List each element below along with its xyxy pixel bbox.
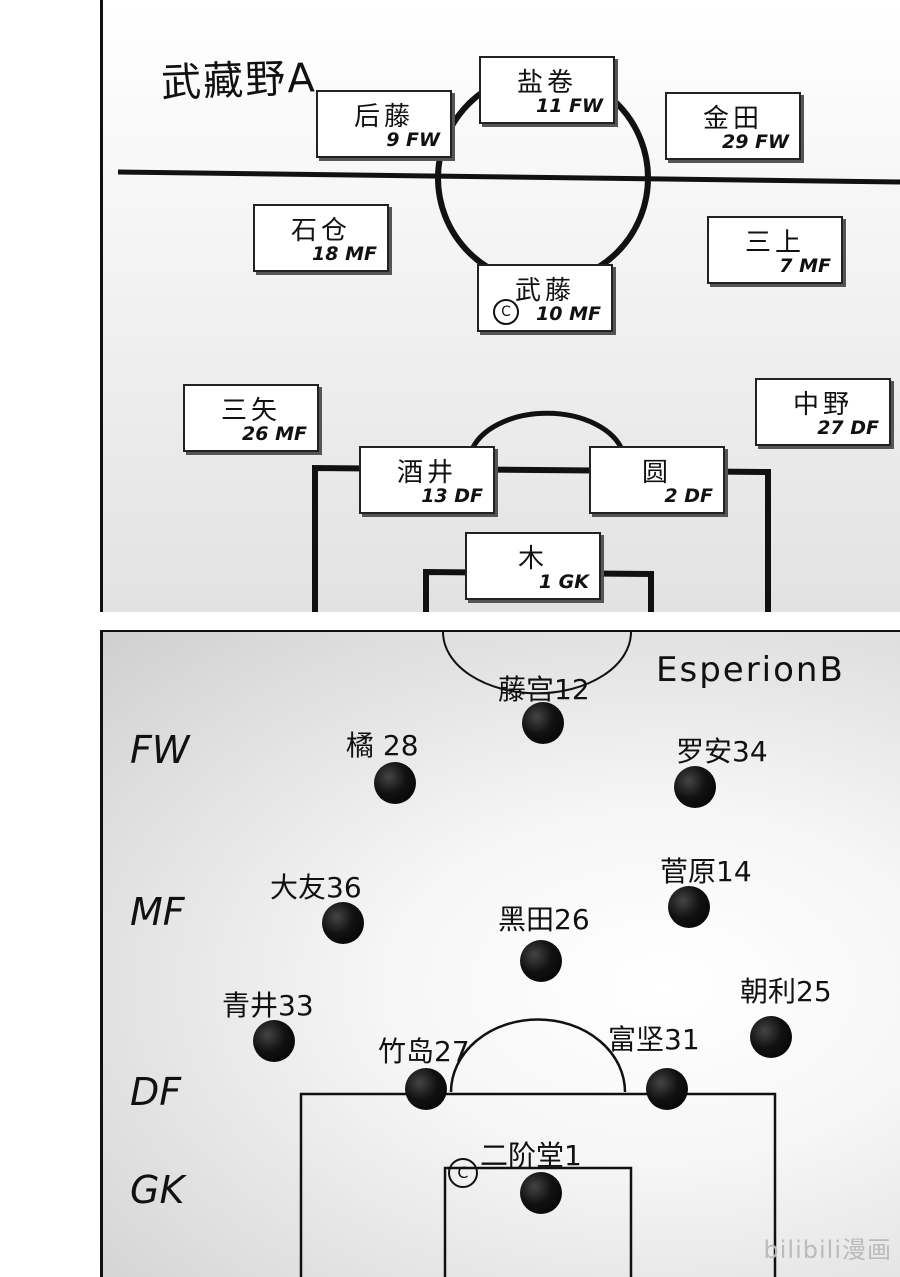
formation-panel-b <box>100 630 900 1277</box>
player-label-takeshima: 竹岛27 <box>378 1035 470 1068</box>
player-name: 盐卷 <box>516 68 577 98</box>
player-name: 中野 <box>792 390 853 420</box>
player-marker-sugawara <box>668 886 710 928</box>
page-margin <box>0 0 100 1275</box>
player-label-roan: 罗安34 <box>676 735 768 768</box>
player-label-tomigashi: 富坚31 <box>608 1023 700 1056</box>
player-name: 三矢 <box>220 396 281 426</box>
player-number: 2 DF <box>664 485 713 507</box>
player-label-sugawara: 菅原14 <box>660 855 752 888</box>
player-label-tachibana: 橘 28 <box>346 729 419 762</box>
captain-mark: C <box>448 1158 478 1188</box>
player-label-fujimiya: 藤宫12 <box>498 673 590 706</box>
team-a-title: 武藏野A <box>160 55 318 107</box>
player-card-nakano: 中野 27 DF <box>755 378 891 446</box>
player-name: 圆 <box>641 458 672 488</box>
player-marker-fujimiya <box>522 702 564 744</box>
player-marker-tachibana <box>374 762 416 804</box>
player-marker-takeshima <box>405 1068 447 1110</box>
player-marker-otomo <box>322 902 364 944</box>
player-name: 三上 <box>744 228 805 258</box>
player-card-ishikura: 石仓 18 MF <box>253 204 389 272</box>
position-label-mf: MF <box>130 890 185 934</box>
player-label-nikaido: 二阶堂1 <box>480 1139 582 1172</box>
player-card-shiomaki: 盐卷 11 FW <box>479 56 615 124</box>
player-card-ki: 木 1 GK <box>465 532 601 600</box>
field-lines-b <box>299 632 777 1277</box>
player-label-aoi: 青井33 <box>222 989 314 1022</box>
player-marker-roan <box>674 766 716 808</box>
player-number: 11 FW <box>536 95 603 117</box>
position-label-gk: GK <box>130 1168 185 1212</box>
player-number: 13 DF <box>421 485 483 507</box>
player-card-kaneda: 金田 29 FW <box>665 92 801 160</box>
player-name: 金田 <box>702 104 763 134</box>
captain-mark: C <box>493 299 519 325</box>
player-label-otomo: 大友36 <box>270 871 362 904</box>
player-card-muto: 武藤 C 10 MF <box>477 264 613 332</box>
player-number: 1 GK <box>538 571 589 593</box>
player-number: 10 MF <box>536 303 601 325</box>
player-card-madoka: 圆 2 DF <box>589 446 725 514</box>
player-name: 石仓 <box>290 216 351 246</box>
player-number: 27 DF <box>817 417 879 439</box>
player-name: 木 <box>517 544 548 574</box>
player-name: 武藤 <box>514 276 575 306</box>
player-marker-asari <box>750 1016 792 1058</box>
player-name: 酒井 <box>396 458 457 488</box>
player-number: 18 MF <box>312 243 377 265</box>
position-label-df: DF <box>130 1070 182 1114</box>
player-number: 29 FW <box>722 131 789 153</box>
player-name: 后藤 <box>353 102 414 132</box>
player-marker-aoi <box>253 1020 295 1062</box>
player-marker-nikaido <box>520 1172 562 1214</box>
player-card-mikami: 三上 7 MF <box>707 216 843 284</box>
watermark: bilibili漫画 <box>763 1236 892 1264</box>
player-number: 26 MF <box>242 423 307 445</box>
formation-panel-a: 武藏野A 盐卷 11 FW 后藤 9 FW 金田 29 FW 石仓 18 MF … <box>100 0 900 612</box>
team-b-title: EsperionB <box>656 650 845 690</box>
player-number: 7 MF <box>779 255 831 277</box>
player-card-sakai: 酒井 13 DF <box>359 446 495 514</box>
player-number: 9 FW <box>386 129 440 151</box>
position-label-fw: FW <box>130 728 190 772</box>
player-card-mitsuya: 三矢 26 MF <box>183 384 319 452</box>
player-marker-tomigashi <box>646 1068 688 1110</box>
player-card-goto: 后藤 9 FW <box>316 90 452 158</box>
player-marker-kuroda <box>520 940 562 982</box>
player-label-kuroda: 黑田26 <box>498 903 590 936</box>
player-label-asari: 朝利25 <box>740 975 832 1008</box>
